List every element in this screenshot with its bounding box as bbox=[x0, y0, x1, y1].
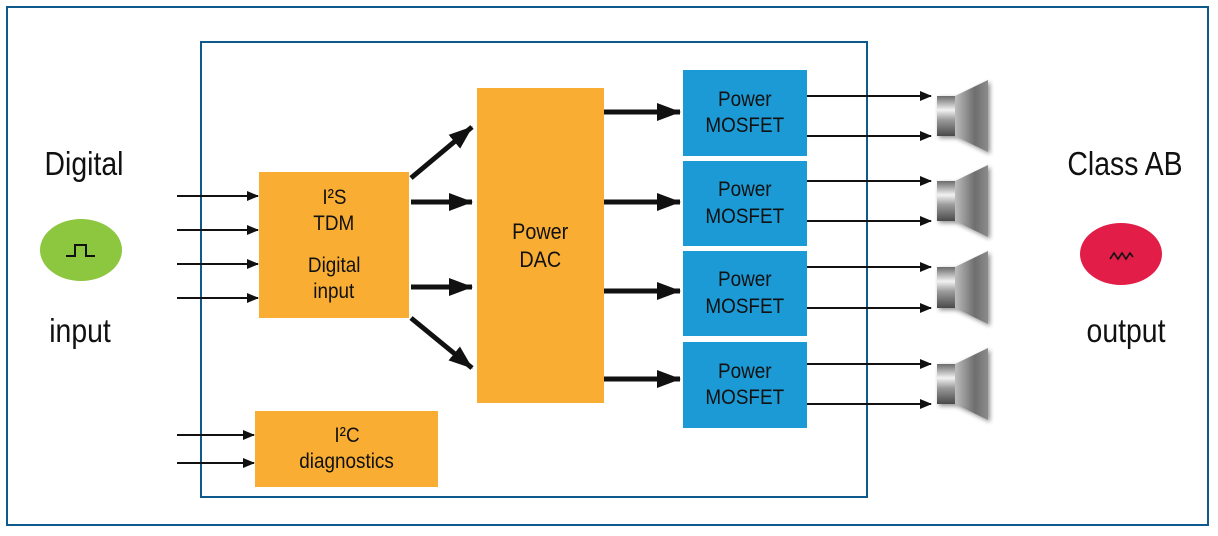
speaker-icon bbox=[937, 251, 988, 324]
i2s-input-arrows bbox=[177, 191, 259, 303]
dac-to-mosfet-arrows bbox=[604, 103, 681, 388]
i2s-line1: I²S bbox=[321, 185, 347, 209]
mosfet-3-line2: MOSFET bbox=[705, 294, 785, 318]
i2c-line1: I²C bbox=[333, 423, 360, 447]
i2s-line4: input bbox=[313, 280, 355, 304]
outer-frame bbox=[6, 6, 1209, 526]
power-dac-block: Power DAC bbox=[477, 88, 604, 403]
zigzag-wave-icon bbox=[1080, 223, 1162, 285]
mosfet-2-line2: MOSFET bbox=[705, 204, 785, 228]
i2s-to-dac-arrow-1 bbox=[409, 125, 474, 180]
power-mosfet-block-3: Power MOSFET bbox=[683, 251, 807, 336]
speaker-icon bbox=[937, 165, 988, 237]
mosfet-1-line1: Power bbox=[718, 87, 772, 111]
output-top-label: Class AB bbox=[1067, 145, 1183, 182]
power-mosfet-block-4: Power MOSFET bbox=[683, 342, 807, 428]
i2s-tdm-digital-input-block: I²S TDM Digital input bbox=[259, 172, 409, 318]
i2c-diagnostics-block: I²C diagnostics bbox=[255, 411, 438, 487]
input-bottom-label: input bbox=[49, 312, 111, 349]
i2s-line2: TDM bbox=[313, 211, 355, 235]
mosfet-4-line1: Power bbox=[718, 359, 772, 383]
square-pulse-icon bbox=[40, 219, 122, 281]
mosfet-1-line2: MOSFET bbox=[705, 114, 785, 137]
chip-boundary bbox=[200, 41, 868, 498]
mosfet-4-line2: MOSFET bbox=[705, 386, 785, 409]
i2c-line2: diagnostics bbox=[299, 450, 394, 473]
mosfet-3-line1: Power bbox=[718, 268, 772, 292]
i2s-line3: Digital bbox=[307, 254, 361, 277]
power-mosfet-block-1: Power MOSFET bbox=[683, 70, 807, 156]
i2c-input-arrows bbox=[177, 430, 255, 468]
i2s-to-dac-arrows bbox=[409, 125, 474, 370]
input-top-label: Digital bbox=[44, 145, 124, 182]
dac-line2: DAC bbox=[519, 246, 562, 272]
speaker-icon bbox=[937, 348, 988, 420]
mosfet-to-speaker-arrows bbox=[807, 91, 932, 409]
output-bottom-label: output bbox=[1086, 312, 1166, 349]
power-mosfet-block-2: Power MOSFET bbox=[683, 161, 807, 246]
mosfet-2-line1: Power bbox=[718, 178, 772, 202]
speaker-icon bbox=[937, 80, 988, 152]
dac-line1: Power bbox=[512, 219, 569, 244]
i2s-to-dac-arrow-4 bbox=[409, 316, 474, 370]
